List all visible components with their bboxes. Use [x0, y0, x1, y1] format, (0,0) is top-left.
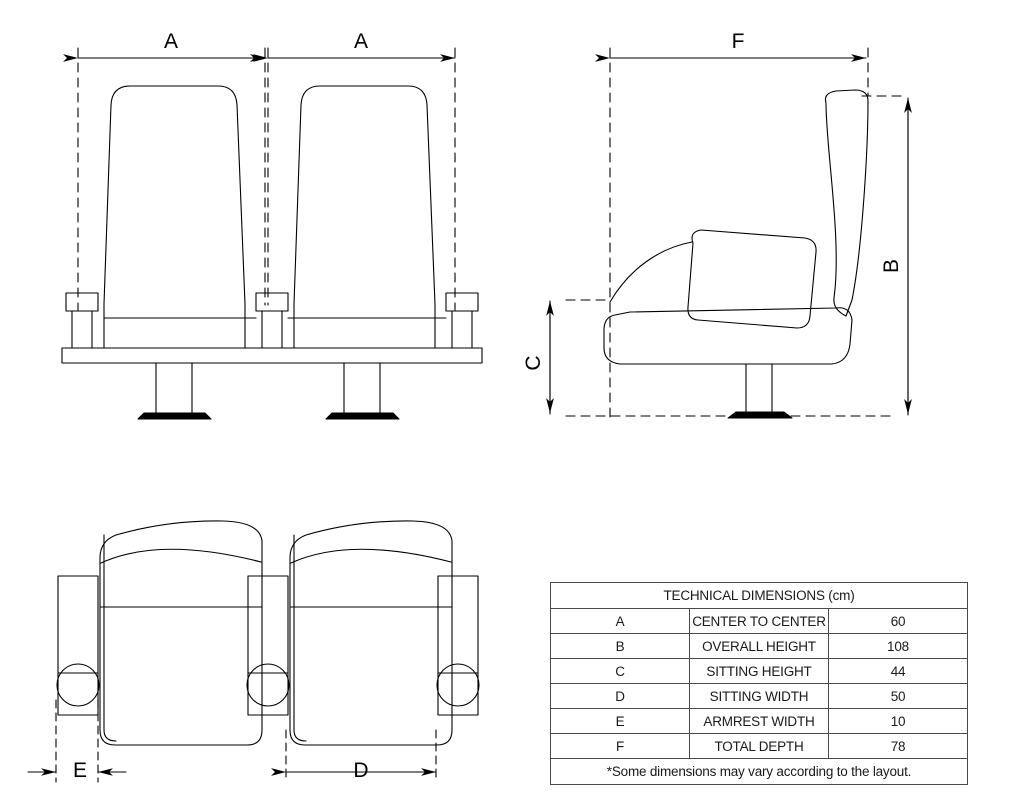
table-row: B OVERALL HEIGHT 108: [550, 633, 968, 659]
dimension-key: E: [550, 708, 690, 734]
front-seatback-left: [103, 85, 246, 305]
dimension-value: 44: [828, 658, 968, 684]
top-seat-back-right: [289, 520, 453, 598]
side-leg-foot: [727, 411, 793, 419]
table-note: *Some dimensions may vary according to t…: [550, 758, 968, 785]
side-dimension-c-label: C: [522, 355, 545, 370]
top-armrest-1: [56, 575, 100, 716]
side-backrest: [824, 89, 869, 317]
dimension-desc: CENTER TO CENTER: [689, 608, 829, 634]
front-dimension-a-right-label: A: [354, 30, 368, 53]
dimension-value: 60: [828, 608, 968, 634]
front-leg-foot-2: [325, 412, 400, 420]
dimension-desc: OVERALL HEIGHT: [689, 633, 829, 659]
dimension-value: 10: [828, 708, 968, 734]
table-row: A CENTER TO CENTER 60: [550, 608, 968, 634]
top-seat-back-inner-right: [290, 548, 452, 564]
top-seat-back-left: [99, 520, 263, 598]
table-row: D SITTING WIDTH 50: [550, 683, 968, 709]
side-dimension-f-label: F: [732, 30, 745, 53]
front-armrest-post-3: [451, 310, 473, 349]
dimension-key: C: [550, 658, 690, 684]
technical-dimensions-table: TECHNICAL DIMENSIONS (cm) A CENTER TO CE…: [550, 582, 968, 785]
top-seat-back-inner-left: [100, 548, 262, 564]
dimension-value: 78: [828, 733, 968, 759]
front-base-beam: [61, 347, 483, 364]
table-body: TECHNICAL DIMENSIONS (cm) A CENTER TO CE…: [550, 582, 968, 785]
front-armrest-cap-3: [445, 292, 479, 312]
front-armrest-cap-2: [255, 292, 289, 312]
table-row: C SITTING HEIGHT 44: [550, 658, 968, 684]
dimension-key: B: [550, 633, 690, 659]
front-view-group: [61, 47, 483, 420]
table-row: F TOTAL DEPTH 78: [550, 733, 968, 759]
dimension-key: D: [550, 683, 690, 709]
side-leg-column: [745, 363, 773, 413]
top-view-group: [27, 520, 480, 783]
front-dimension-a-left-label: A: [164, 30, 178, 53]
top-seat-inner-wall-right: [293, 534, 307, 742]
front-leg-column-1: [155, 362, 193, 414]
front-armrest-cap-1: [65, 292, 99, 312]
front-view-extension-lines: [77, 47, 456, 311]
top-seat-body-right: [289, 596, 453, 746]
dimension-value: 108: [828, 633, 968, 659]
side-view-extension-lines: [565, 47, 907, 419]
dimension-desc: TOTAL DEPTH: [689, 733, 829, 759]
top-seat-inner-wall-left: [103, 534, 117, 742]
table-note-row: *Some dimensions may vary according to t…: [550, 758, 968, 785]
dimension-desc: ARMREST WIDTH: [689, 708, 829, 734]
top-dimension-e: [27, 768, 127, 776]
top-seat-body-left: [99, 596, 263, 746]
table-title-row: TECHNICAL DIMENSIONS (cm): [550, 582, 968, 609]
table-title: TECHNICAL DIMENSIONS (cm): [550, 582, 968, 609]
side-dimension-b-label: B: [880, 259, 903, 273]
side-armrest-support: [609, 241, 693, 303]
front-armrest-post-1: [71, 310, 93, 349]
front-armrest-post-2: [261, 310, 283, 349]
front-seatback-right: [293, 85, 436, 305]
dimension-key: A: [550, 608, 690, 634]
side-view-group: [546, 47, 912, 419]
top-dimension-e-label: E: [73, 759, 87, 782]
top-armrest-2: [246, 575, 290, 716]
dimension-key: F: [550, 733, 690, 759]
side-armrest-panel: [687, 229, 817, 329]
front-leg-foot-1: [137, 412, 212, 420]
table-row: E ARMREST WIDTH 10: [550, 708, 968, 734]
front-leg-column-2: [343, 362, 381, 414]
top-dimension-d-label: D: [353, 759, 368, 782]
dimension-desc: SITTING HEIGHT: [689, 658, 829, 684]
dimension-desc: SITTING WIDTH: [689, 683, 829, 709]
dimension-value: 50: [828, 683, 968, 709]
side-seat-cushion: [603, 307, 853, 365]
top-armrest-3: [436, 575, 480, 716]
